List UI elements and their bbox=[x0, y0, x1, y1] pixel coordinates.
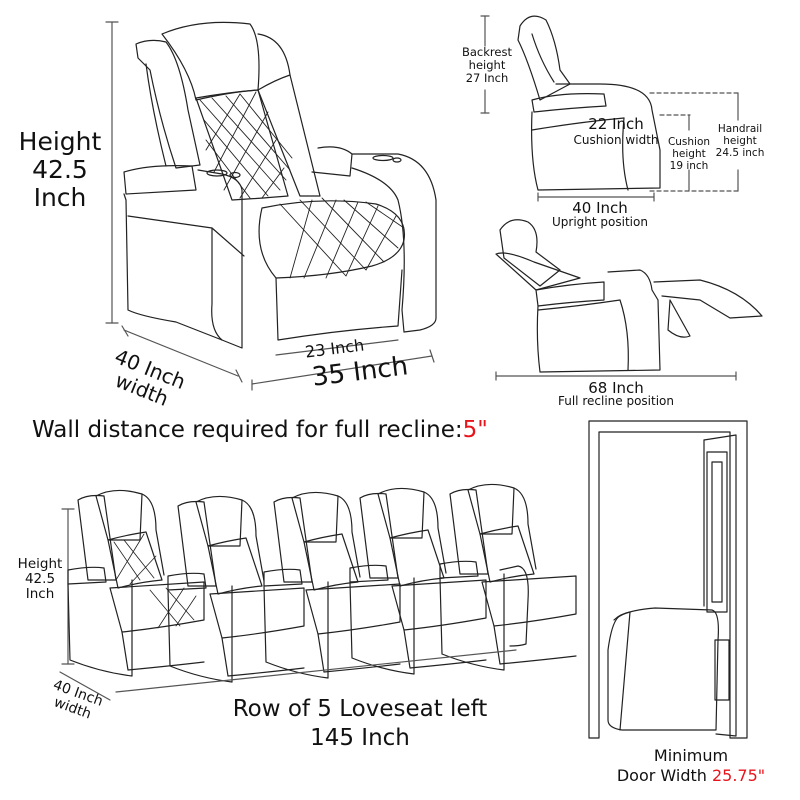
upright-length-value: 40 Inch bbox=[572, 199, 628, 217]
row-height-label: Height 42.5 Inch bbox=[17, 556, 63, 603]
single-chair-illustration bbox=[105, 21, 437, 391]
door-width-value: 25.75" bbox=[711, 765, 766, 785]
backrest-height-label: Backrest height 27 Inch bbox=[462, 45, 512, 85]
side-upright-illustration bbox=[480, 15, 741, 202]
wall-distance-text: Wall distance required for full recline:… bbox=[32, 417, 488, 443]
cushion-height-label: Cushion height 19 inch bbox=[667, 136, 711, 172]
row-of-five-illustration bbox=[59, 483, 577, 701]
upright-length-caption: Upright position bbox=[552, 215, 648, 229]
wall-distance-value: 5" bbox=[462, 417, 488, 443]
door-illustration bbox=[588, 420, 748, 739]
handrail-height-label: Handrail height 24.5 inch bbox=[715, 123, 765, 159]
quilting bbox=[113, 533, 197, 629]
recline-length-caption: Full recline position bbox=[558, 394, 674, 408]
recline-length-value: 68 Inch bbox=[588, 379, 644, 397]
door-caption: Minimum Door Width 25.75" bbox=[616, 746, 766, 785]
cushion-width-value: 22 Inch bbox=[588, 115, 644, 133]
cushion-width-caption: Cushion width bbox=[573, 133, 659, 147]
single-chair-height-label: Height 42.5 Inch bbox=[18, 127, 102, 212]
row-caption: Row of 5 Loveseat left 145 Inch bbox=[232, 696, 488, 751]
side-recline-illustration bbox=[495, 219, 763, 381]
